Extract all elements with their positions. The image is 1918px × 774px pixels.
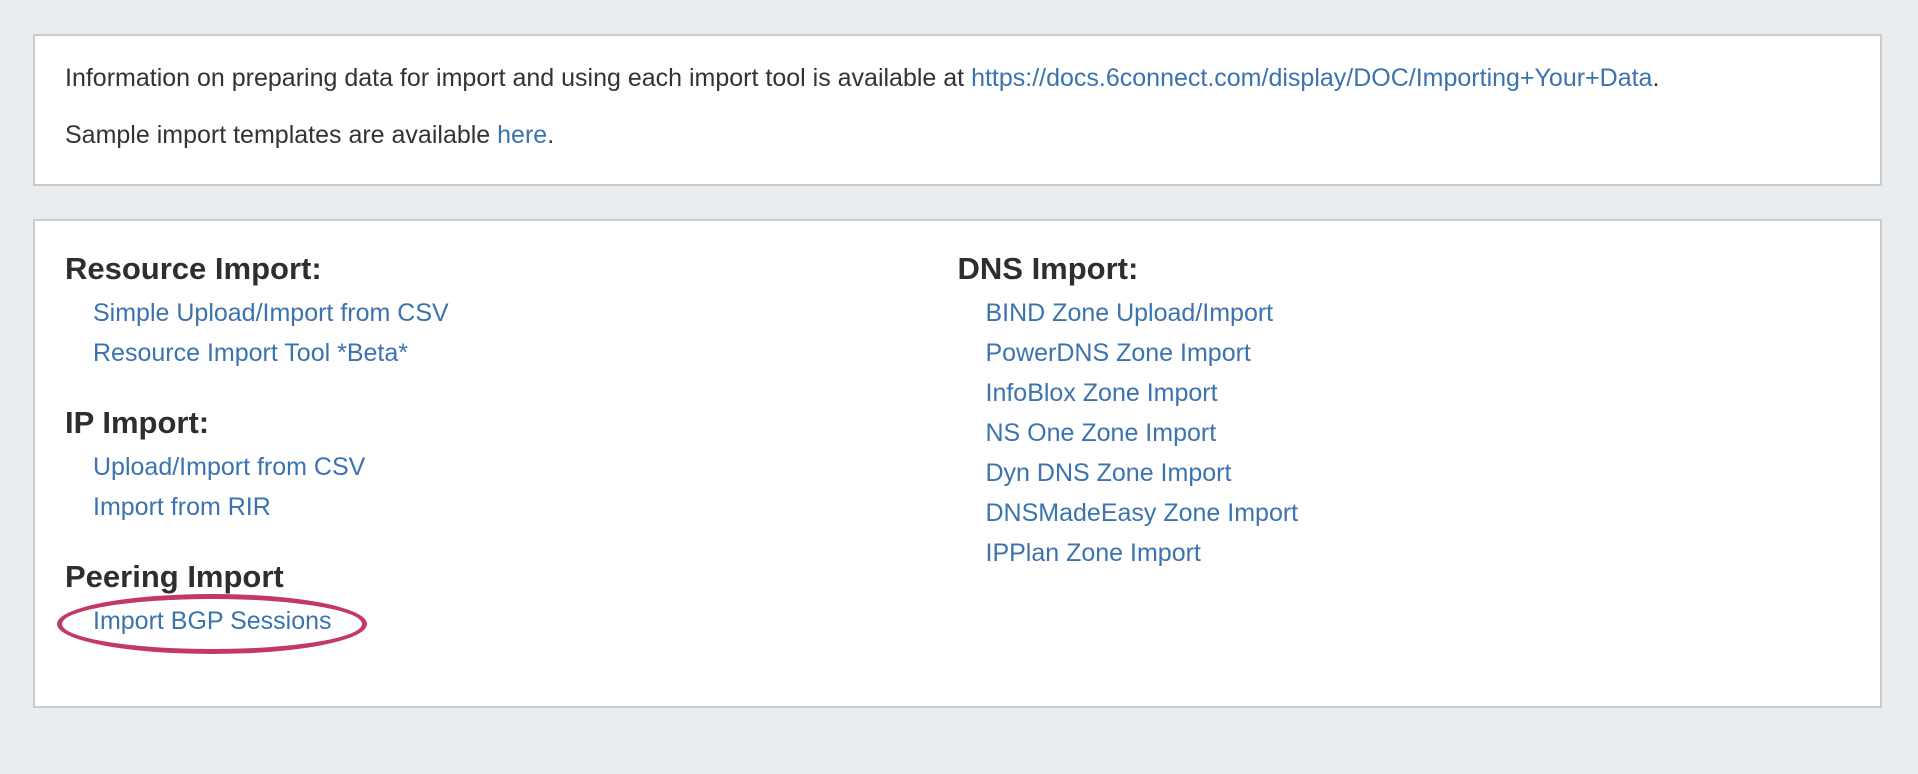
ip-import-link-list: Upload/Import from CSV Import from RIR (65, 447, 958, 527)
list-item: Simple Upload/Import from CSV (93, 293, 958, 333)
circled-annotation-wrap: Import BGP Sessions (57, 594, 368, 654)
info-line-2: Sample import templates are available he… (65, 115, 1850, 155)
link-dnsmadeeasy-zone-import[interactable]: DNSMadeEasy Zone Import (985, 499, 1299, 527)
docs-url-link[interactable]: https://docs.6connect.com/display/DOC/Im… (971, 64, 1653, 92)
info-panel: Information on preparing data for import… (33, 34, 1882, 186)
import-panel: Resource Import: Simple Upload/Import fr… (33, 219, 1882, 708)
info-line2-text: Sample import templates are available (65, 121, 498, 149)
info-line1-text: Information on preparing data for import… (65, 64, 972, 92)
link-dyn-dns-zone-import[interactable]: Dyn DNS Zone Import (985, 459, 1232, 487)
section-heading-peering-import: Peering Import (65, 559, 284, 594)
list-item: DNSMadeEasy Zone Import (986, 493, 1851, 533)
link-import-from-rir[interactable]: Import from RIR (93, 493, 271, 521)
list-item: InfoBlox Zone Import (986, 373, 1851, 413)
dns-import-link-list: BIND Zone Upload/Import PowerDNS Zone Im… (958, 293, 1851, 573)
peering-import-link-list: Import BGP Sessions (57, 594, 958, 654)
list-item: Import from RIR (93, 487, 958, 527)
link-bind-zone-upload-import[interactable]: BIND Zone Upload/Import (985, 299, 1274, 327)
link-infoblox-zone-import[interactable]: InfoBlox Zone Import (985, 379, 1218, 407)
info-line1-period: . (1652, 64, 1660, 92)
list-item: Import BGP Sessions (57, 594, 958, 654)
left-column: Resource Import: Simple Upload/Import fr… (57, 249, 958, 678)
info-line2-period: . (547, 121, 555, 149)
section-heading-dns-import: DNS Import: (957, 251, 1139, 286)
link-resource-import-tool-beta[interactable]: Resource Import Tool *Beta* (93, 339, 408, 367)
list-item: Dyn DNS Zone Import (986, 453, 1851, 493)
link-powerdns-zone-import[interactable]: PowerDNS Zone Import (985, 339, 1251, 367)
link-simple-upload-import-from-csv[interactable]: Simple Upload/Import from CSV (93, 299, 449, 327)
section-heading-ip-import: IP Import: (65, 405, 210, 440)
link-ns-one-zone-import[interactable]: NS One Zone Import (985, 419, 1217, 447)
link-import-bgp-sessions[interactable]: Import BGP Sessions (93, 607, 332, 635)
link-ipplan-zone-import[interactable]: IPPlan Zone Import (985, 539, 1201, 567)
link-upload-import-from-csv[interactable]: Upload/Import from CSV (93, 453, 366, 481)
section-heading-resource-import: Resource Import: (65, 251, 322, 286)
list-item: BIND Zone Upload/Import (986, 293, 1851, 333)
list-item: Upload/Import from CSV (93, 447, 958, 487)
resource-import-link-list: Simple Upload/Import from CSV Resource I… (65, 293, 958, 373)
info-line-1: Information on preparing data for import… (65, 58, 1850, 98)
list-item: PowerDNS Zone Import (986, 333, 1851, 373)
list-item: NS One Zone Import (986, 413, 1851, 453)
list-item: Resource Import Tool *Beta* (93, 333, 958, 373)
list-item: IPPlan Zone Import (986, 533, 1851, 573)
right-column: DNS Import: BIND Zone Upload/Import Powe… (958, 249, 1851, 678)
page: Information on preparing data for import… (0, 34, 1918, 708)
here-link[interactable]: here (497, 121, 548, 149)
